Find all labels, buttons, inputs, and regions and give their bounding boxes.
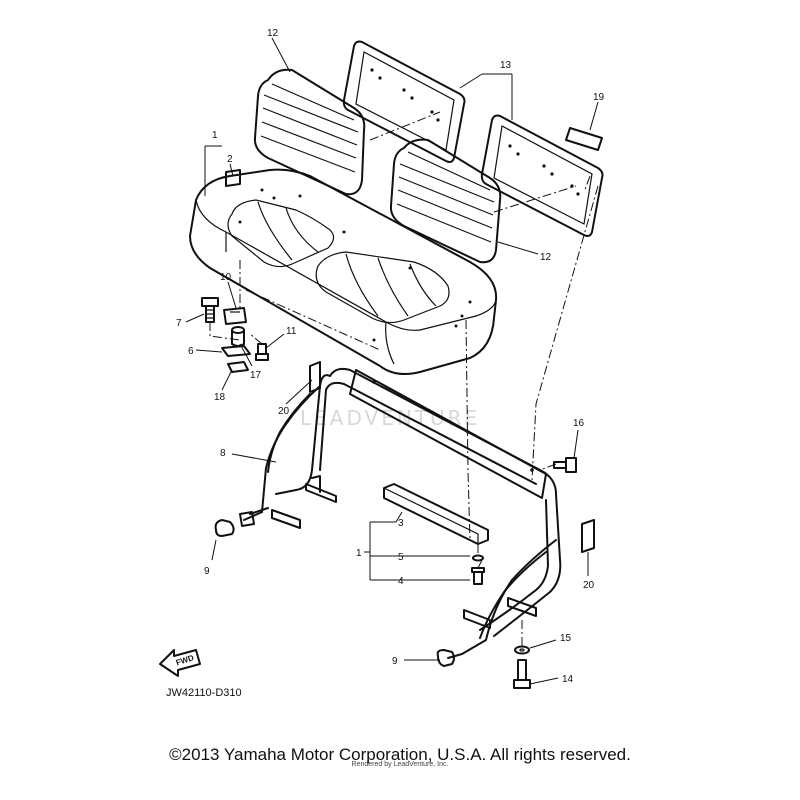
callout-12: 12 bbox=[540, 252, 552, 263]
callout-13: 13 bbox=[500, 60, 512, 71]
callout-16: 16 bbox=[573, 418, 585, 429]
callout-18: 18 bbox=[214, 392, 226, 403]
callout-11: 11 bbox=[286, 326, 297, 337]
callout-17: 17 bbox=[250, 370, 262, 381]
callout-6: 6 bbox=[188, 346, 194, 357]
watermark-text: LEADVENTURE bbox=[300, 406, 480, 430]
rendered-by-note: Rendered by LeadVenture, Inc. bbox=[351, 761, 449, 768]
callout-7: 7 bbox=[176, 318, 182, 329]
backrest-panel-top bbox=[342, 40, 466, 163]
callout-2: 2 bbox=[227, 154, 233, 165]
callout-1: 1 bbox=[356, 548, 362, 559]
backrest-cushion-right bbox=[389, 138, 502, 264]
seat-frame bbox=[214, 361, 595, 689]
callout-1: 1 bbox=[212, 130, 218, 141]
callout-15: 15 bbox=[560, 633, 572, 644]
fwd-arrow-icon: FWD bbox=[159, 649, 201, 677]
callout-9: 9 bbox=[392, 656, 398, 667]
callout-10: 10 bbox=[220, 272, 232, 283]
backrest-panel-right bbox=[480, 114, 604, 237]
seat-cushion bbox=[189, 168, 498, 375]
callout-leader-lines bbox=[185, 37, 599, 685]
callout-5: 5 bbox=[398, 552, 404, 563]
callout-3: 3 bbox=[398, 518, 404, 529]
assembly-center-lines bbox=[245, 111, 599, 646]
copyright-notice: ©2013 Yamaha Motor Corporation, U.S.A. A… bbox=[169, 745, 631, 764]
callout-20: 20 bbox=[278, 406, 290, 417]
label-sticker-2 bbox=[225, 169, 241, 187]
diagram-code: JW42110-D310 bbox=[166, 687, 242, 699]
callout-20: 20 bbox=[583, 580, 595, 591]
backrest-cushion-left bbox=[253, 68, 366, 196]
callout-12: 12 bbox=[267, 28, 279, 39]
callout-4: 4 bbox=[398, 576, 404, 587]
callout-9: 9 bbox=[204, 566, 210, 577]
callout-8: 8 bbox=[220, 448, 226, 459]
callout-14: 14 bbox=[562, 674, 574, 685]
label-sticker-19 bbox=[565, 127, 603, 151]
callout-19: 19 bbox=[593, 92, 605, 103]
seat-hinge-parts bbox=[201, 260, 269, 373]
callout-numbers: 1 2 12 13 19 12 10 7 11 6 17 18 20 16 8 … bbox=[176, 28, 605, 685]
